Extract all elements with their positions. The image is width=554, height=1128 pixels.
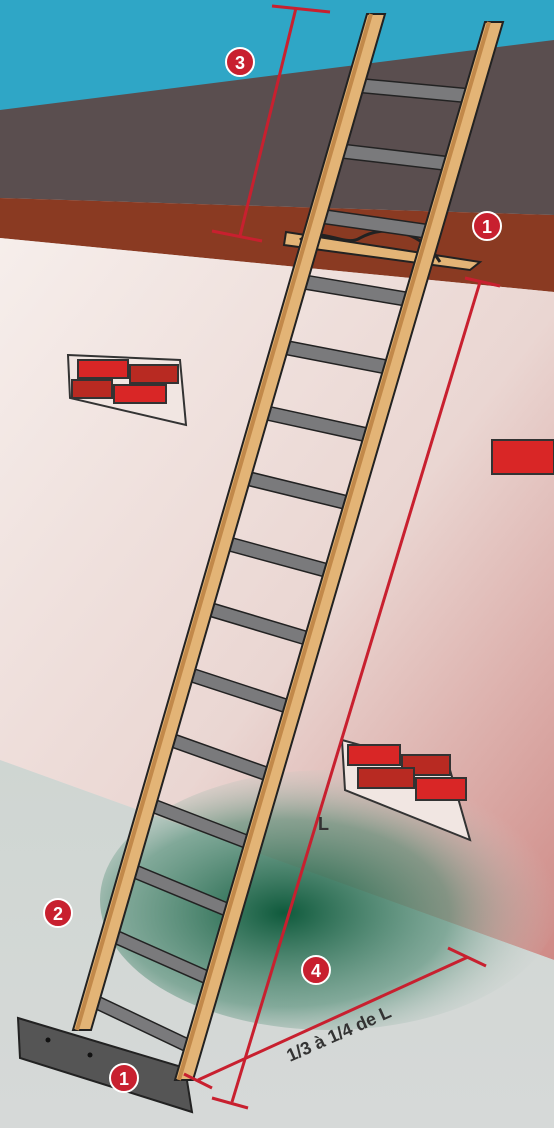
badge-1-bottom: 1 [110, 1064, 138, 1092]
length-label: L [318, 814, 329, 834]
board-hole [88, 1053, 93, 1058]
svg-text:1: 1 [119, 1069, 129, 1089]
svg-text:3: 3 [235, 53, 245, 73]
svg-text:2: 2 [53, 904, 63, 924]
badge-3: 3 [226, 48, 254, 76]
badge-1-top: 1 [473, 212, 501, 240]
badge-2: 2 [44, 899, 72, 927]
svg-text:4: 4 [311, 961, 321, 981]
board-hole [46, 1038, 51, 1043]
svg-text:1: 1 [482, 217, 492, 237]
brick-patch-right [492, 440, 554, 474]
badge-4: 4 [302, 956, 330, 984]
